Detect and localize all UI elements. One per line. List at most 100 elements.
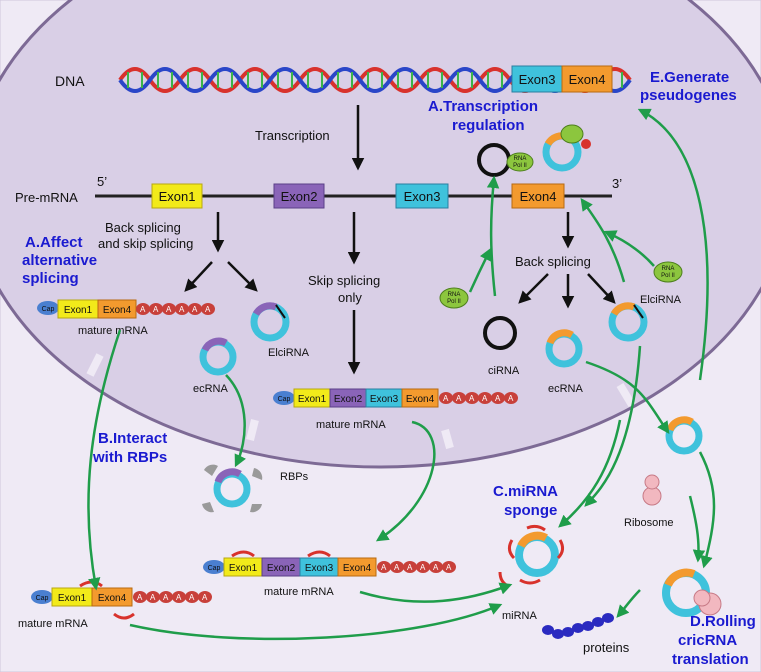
- elcirna-left-label: ElciRNA: [268, 347, 310, 359]
- premrna-exon1-label: Exon1: [159, 189, 196, 204]
- mature-mrna-2-label: mature mRNA: [316, 419, 386, 431]
- ecrna-right-label: ecRNA: [548, 383, 584, 395]
- left-split-arrow-b: [227, 261, 258, 292]
- rna-pol-label-b: Pol II: [513, 163, 527, 169]
- svg-text:Exon1: Exon1: [298, 394, 327, 405]
- mechanism-a-trans-line1: A.Transcription: [428, 98, 538, 115]
- dna-exon4-label: Exon4: [569, 72, 606, 87]
- five-prime-label: 5’: [97, 174, 107, 189]
- svg-text:Exon1: Exon1: [58, 593, 87, 604]
- premrna-exon4-label: Exon4: [520, 189, 557, 204]
- dna-label: DNA: [55, 73, 85, 89]
- svg-text:A: A: [394, 563, 400, 572]
- elcirna-right-label: ElciRNA: [640, 294, 682, 306]
- back-skip-line1: Back splicing: [105, 220, 181, 235]
- mechanism-a-affect-line2: alternative: [22, 252, 97, 269]
- mature-mrna-4-label: mature mRNA: [18, 618, 88, 630]
- svg-text:Exon3: Exon3: [305, 563, 334, 574]
- svg-text:A: A: [192, 305, 198, 314]
- premrna-exon4: [511, 183, 565, 209]
- premrna-exon1: [151, 183, 203, 209]
- mechanism-a-affect-line1: A.Affect: [25, 234, 83, 251]
- back-splicing-label: Back splicing: [515, 254, 591, 269]
- mechanism-d-line3: translation: [672, 651, 749, 668]
- mechanism-e-line1: E.Generate: [650, 69, 729, 86]
- rbp-shapes: [202, 464, 263, 513]
- svg-text:A: A: [163, 593, 169, 602]
- rna-pol-ii-left: [439, 287, 469, 309]
- ribosome-on-circrna: [693, 589, 722, 616]
- svg-text:A: A: [166, 305, 172, 314]
- svg-text:A: A: [433, 563, 439, 572]
- transcription-label: Transcription: [255, 128, 330, 143]
- svg-text:Exon2: Exon2: [267, 563, 296, 574]
- mechanism-b-line1: B.Interact: [98, 430, 167, 447]
- mechanism-d-line1: D.Rolling: [690, 613, 756, 630]
- ribosome-label: Ribosome: [624, 517, 674, 529]
- protein-chain: [542, 613, 614, 639]
- svg-text:A: A: [179, 305, 185, 314]
- premrna-exon3: [395, 183, 449, 209]
- dna-exon4: [561, 65, 613, 93]
- rbps-label: RBPs: [280, 471, 309, 483]
- mechanism-a-trans-line2: regulation: [452, 117, 525, 134]
- rna-pol-label-c: RNA: [448, 292, 461, 298]
- svg-text:Exon4: Exon4: [343, 563, 372, 574]
- premrna-exon2: [273, 183, 325, 209]
- svg-text:Exon2: Exon2: [334, 394, 363, 405]
- svg-text:Exon3: Exon3: [370, 394, 399, 405]
- svg-text:Exon1: Exon1: [229, 563, 258, 574]
- ecrna-left-label: ecRNA: [193, 383, 229, 395]
- svg-text:A: A: [508, 394, 514, 403]
- mirna-label: miRNA: [502, 610, 537, 622]
- premrna-label: Pre-mRNA: [15, 190, 78, 205]
- rna-pol-label-f: Pol II: [661, 273, 675, 279]
- svg-text:A: A: [205, 305, 211, 314]
- pol-ii-dot: [581, 139, 591, 149]
- svg-text:A: A: [482, 394, 488, 403]
- svg-text:Cap: Cap: [36, 595, 49, 602]
- mature-mrna-1-label: mature mRNA: [78, 325, 148, 337]
- svg-text:A: A: [443, 394, 449, 403]
- svg-text:A: A: [153, 305, 159, 314]
- svg-text:A: A: [137, 593, 143, 602]
- mechanism-c-line1: C.miRNA: [493, 483, 558, 500]
- svg-text:Exon4: Exon4: [406, 394, 435, 405]
- premrna-exon2-label: Exon2: [281, 189, 318, 204]
- svg-text:Exon1: Exon1: [64, 305, 93, 316]
- svg-text:A: A: [420, 563, 426, 572]
- mature-mrna-3-label: mature mRNA: [264, 586, 334, 598]
- svg-text:A: A: [202, 593, 208, 602]
- right-split-arrow-c: [587, 273, 616, 304]
- nucleus: [0, 0, 761, 469]
- mechanism-d-line2: cricRNA: [678, 632, 737, 649]
- function-arrows: [87, 108, 716, 641]
- rna-pol-label-e: RNA: [662, 266, 675, 272]
- svg-text:A: A: [495, 394, 501, 403]
- rna-pol-label-d: Pol II: [447, 299, 461, 305]
- cirna-mid: [483, 316, 517, 350]
- dna-exon3: [511, 65, 563, 93]
- svg-text:A: A: [189, 593, 195, 602]
- rna-pol-ii-top-left: [506, 152, 534, 172]
- nuclear-pores: [86, 353, 636, 450]
- left-split-arrow-a: [184, 261, 213, 292]
- svg-text:A: A: [456, 394, 462, 403]
- svg-text:Cap: Cap: [278, 396, 291, 403]
- svg-text:A: A: [446, 563, 452, 572]
- three-prime-label: 3’: [612, 176, 622, 191]
- mechanism-a-affect-line3: splicing: [22, 270, 79, 287]
- svg-text:A: A: [381, 563, 387, 572]
- svg-text:A: A: [176, 593, 182, 602]
- svg-text:A: A: [407, 563, 413, 572]
- rna-pol-label-a: RNA: [514, 156, 527, 162]
- back-skip-line2: and skip splicing: [98, 236, 193, 251]
- ribosome-icon: [642, 474, 662, 506]
- mechanism-c-line2: sponge: [504, 502, 557, 519]
- premrna-exon3-label: Exon3: [404, 189, 441, 204]
